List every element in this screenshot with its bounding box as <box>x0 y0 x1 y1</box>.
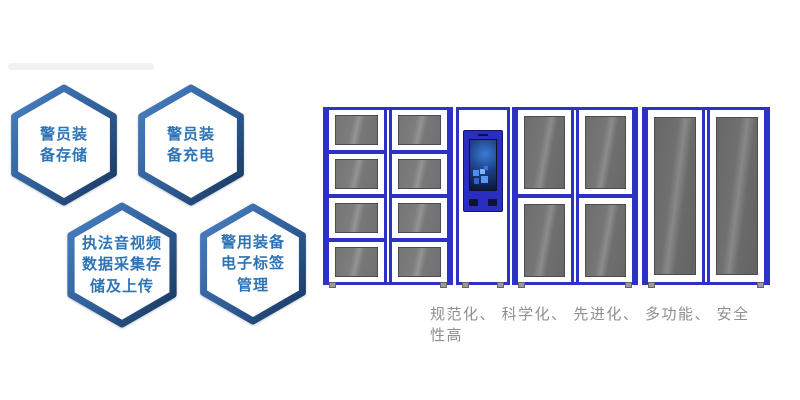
cabinet-foot <box>625 282 632 288</box>
locker-door-window <box>585 203 626 277</box>
cabinet-foot <box>518 282 525 288</box>
locker-door <box>518 110 571 194</box>
hexagon-outline-icon <box>138 84 244 206</box>
hexagon-badge-officer-equipment-charging: 警员装 备充电 <box>138 84 244 206</box>
tall-locker-bank <box>642 107 770 288</box>
locker-door <box>329 110 384 150</box>
hexagon-outline-icon <box>67 202 177 328</box>
faint-watermark-smudge <box>8 63 154 70</box>
hexagon-label: 警用装备 电子标签 管理 <box>220 234 285 294</box>
cabinet-foot <box>440 282 447 288</box>
locker-door-window <box>398 203 441 233</box>
hexagon-badge-officer-equipment-storage: 警员装 备存储 <box>11 84 117 206</box>
locker-door-window <box>585 115 626 189</box>
screen-tile-icon <box>474 178 479 184</box>
locker-door-window <box>524 203 565 277</box>
hexagon-outline-icon <box>200 203 306 325</box>
locker-door <box>579 110 632 194</box>
small-locker-bank <box>323 107 453 288</box>
tall-locker-bank-column <box>645 110 705 282</box>
locker-door <box>329 154 384 194</box>
locker-door-window <box>335 203 378 233</box>
hexagon-label: 执法音视频 数据采集存 储及上传 <box>81 235 162 295</box>
hexagon-badge-equipment-rfid-management: 警用装备 电子标签 管理 <box>198 203 308 325</box>
locker-door-window <box>398 159 441 189</box>
cabinet-foot <box>329 282 336 288</box>
locker-door-window <box>398 247 441 277</box>
hexagon-badge-av-data-collect-upload: 执法音视频 数据采集存 储及上传 <box>66 202 178 328</box>
locker-door <box>518 198 571 282</box>
medium-locker-bank <box>512 107 638 288</box>
cabinet-foot <box>497 282 504 288</box>
screen-tile-icon <box>481 176 488 183</box>
locker-door-window <box>654 117 696 275</box>
hexagon-label: 警员装 备充电 <box>166 125 215 164</box>
kiosk-touchscreen <box>469 139 497 191</box>
screen-tile-icon <box>484 166 488 170</box>
locker-door-window <box>524 115 565 189</box>
kiosk-door <box>459 110 507 282</box>
locker-door <box>579 198 632 282</box>
kiosk-camera-icon <box>478 134 488 136</box>
locker-door <box>710 110 764 282</box>
small-locker-bank-column <box>326 110 387 282</box>
locker-door-window <box>335 159 378 189</box>
smart-locker-cabinet-illustration <box>323 107 770 288</box>
cabinet-foot <box>757 282 764 288</box>
card-reader <box>469 199 478 206</box>
hexagon-outline-icon <box>11 84 117 206</box>
locker-door <box>392 198 447 238</box>
barcode-scanner <box>488 199 497 206</box>
control-kiosk <box>456 107 510 288</box>
locker-door <box>392 154 447 194</box>
locker-door <box>392 110 447 150</box>
screen-tile-icon <box>480 169 485 174</box>
kiosk-terminal-panel <box>463 130 503 212</box>
medium-locker-bank-column <box>515 110 574 282</box>
medium-locker-bank-column <box>576 110 635 282</box>
tagline: 规范化、 科学化、 先进化、 多功能、 安全性高 <box>430 306 750 344</box>
cabinet-foot <box>462 282 469 288</box>
screen-tile-icon <box>473 170 479 176</box>
hexagon-label: 警员装 备存储 <box>39 125 88 164</box>
locker-door-window <box>335 115 378 145</box>
locker-door <box>648 110 702 282</box>
locker-door-window <box>335 247 378 277</box>
locker-door <box>329 242 384 282</box>
locker-door-window <box>716 117 758 275</box>
locker-door-window <box>398 115 441 145</box>
locker-door <box>392 242 447 282</box>
locker-door <box>329 198 384 238</box>
small-locker-bank-column <box>389 110 450 282</box>
tall-locker-bank-column <box>707 110 767 282</box>
cabinet-foot <box>648 282 655 288</box>
